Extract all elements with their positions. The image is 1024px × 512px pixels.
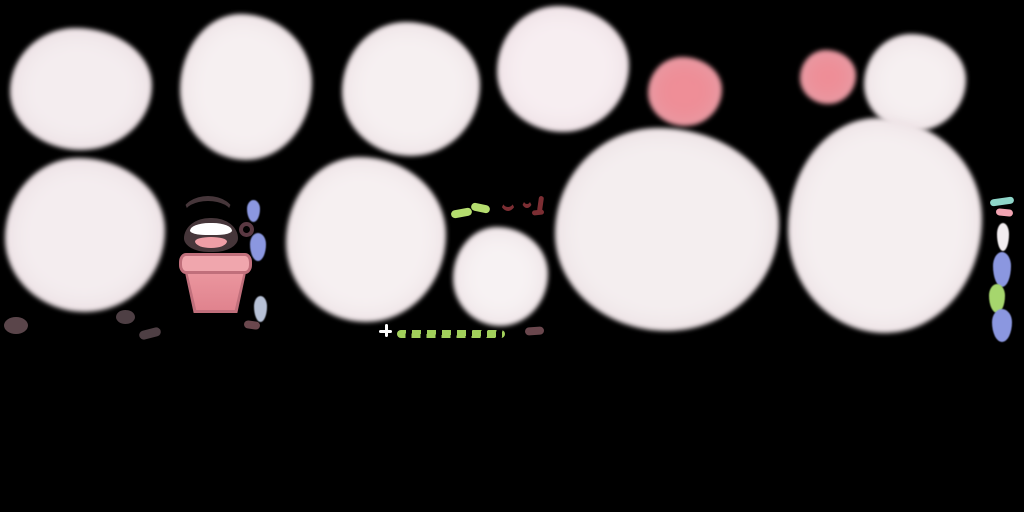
green-leaf-right — [470, 202, 491, 214]
pot-body — [186, 268, 245, 310]
flower-pot — [179, 253, 252, 313]
watercolor-blob-mid-center — [286, 157, 446, 322]
blue-drop-mid — [250, 233, 266, 261]
gray-drop — [254, 296, 267, 322]
watercolor-blob-mid-left — [5, 158, 165, 312]
brown-dash-right — [524, 326, 545, 336]
blue-drop-top — [247, 200, 260, 222]
watercolor-blob-topleft — [10, 28, 152, 150]
brown-small-dash — [243, 319, 261, 331]
watercolor-blob-top3 — [342, 22, 480, 156]
red-mark-4 — [531, 209, 545, 216]
dark-ring — [239, 222, 254, 237]
pot-rim — [179, 253, 252, 274]
mouth-tongue — [195, 237, 227, 248]
watercolor-blob-large-2 — [788, 118, 982, 333]
white-drop — [997, 223, 1009, 251]
white-sparkle — [379, 324, 392, 337]
teal-mark — [989, 196, 1015, 207]
red-mark-1 — [500, 200, 516, 211]
watercolor-blob-top4 — [497, 6, 629, 132]
watercolor-blob-large-1 — [555, 128, 779, 331]
dark-dash — [138, 326, 162, 341]
pink-mark — [995, 208, 1014, 217]
grass-strip — [397, 330, 505, 338]
watercolor-blob-top2 — [180, 14, 312, 160]
watercolor-blob-top5 — [864, 34, 966, 131]
watercolor-blob-small-center — [453, 227, 548, 326]
mouth-teeth — [190, 223, 232, 235]
eye-arc — [182, 196, 234, 214]
brown-blob — [4, 317, 28, 334]
green-drop — [989, 284, 1005, 313]
blue-drop-right-2 — [992, 309, 1012, 342]
red-mark-2 — [521, 198, 533, 208]
pink-blob-small — [800, 50, 856, 104]
green-leaf-left — [450, 207, 473, 219]
mouth — [184, 218, 238, 252]
pink-blob-large — [648, 57, 722, 126]
blue-drop-right-1 — [993, 252, 1011, 287]
dark-dot — [116, 310, 135, 324]
